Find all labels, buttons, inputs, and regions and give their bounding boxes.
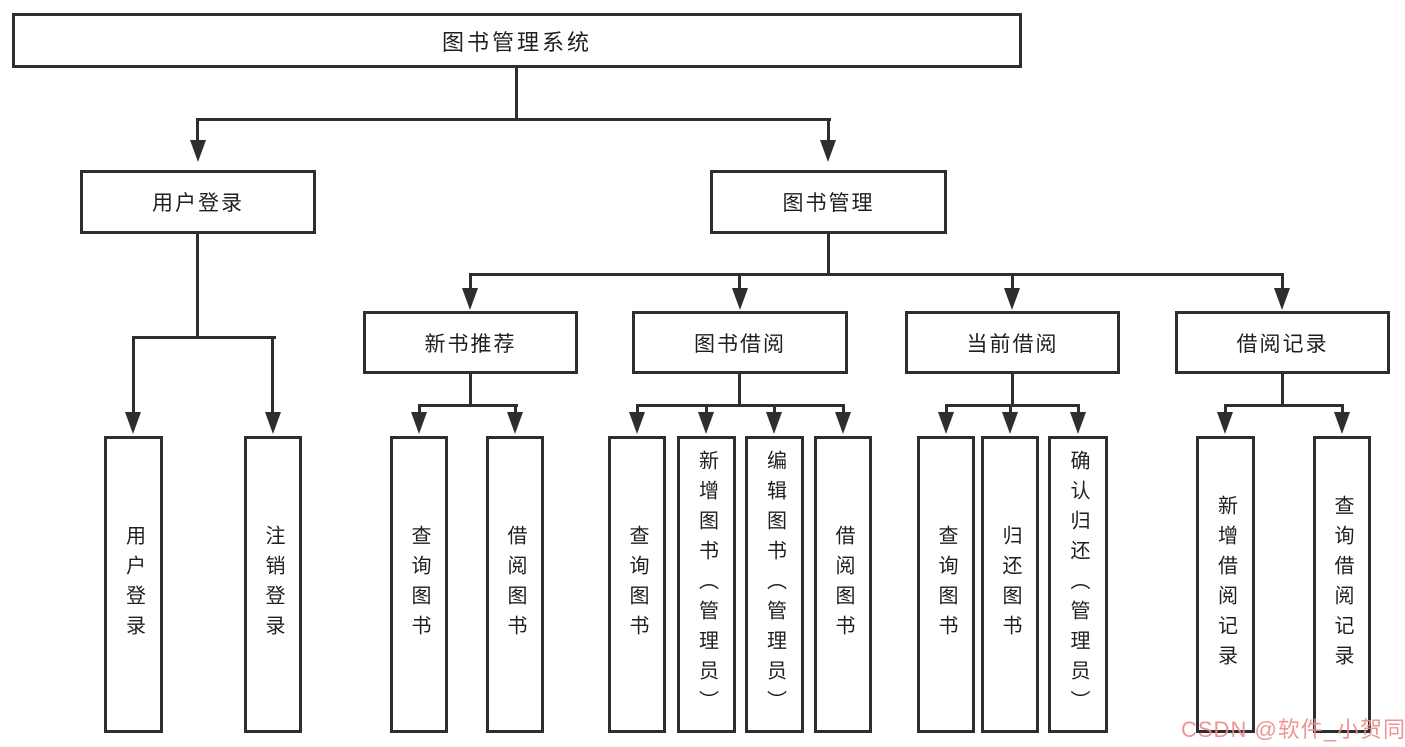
- connector-line: [842, 404, 845, 414]
- node-label: 确认归还（管理员）: [1067, 449, 1089, 720]
- connector-line: [196, 118, 199, 142]
- arrow-down-icon: [462, 288, 478, 310]
- connector-line: [196, 118, 831, 121]
- connector-line: [1281, 273, 1284, 290]
- connector-line: [515, 68, 518, 120]
- connector-line: [773, 404, 776, 414]
- arrow-down-icon: [125, 412, 141, 434]
- connector-line: [271, 336, 274, 414]
- connector-line: [132, 336, 135, 414]
- arrow-down-icon: [1217, 412, 1233, 434]
- connector-line: [827, 118, 830, 142]
- connector-line: [945, 404, 1080, 407]
- node-library-system: 图书管理系统: [12, 13, 1022, 68]
- connector-line: [196, 234, 199, 338]
- connector-line: [1009, 404, 1012, 414]
- node-logout: 注销登录: [244, 436, 302, 733]
- arrow-down-icon: [835, 412, 851, 434]
- node-label: 用户登录: [122, 524, 145, 645]
- node-label: 归还图书: [999, 524, 1021, 645]
- arrow-down-icon: [1274, 288, 1290, 310]
- node-recommend-borrow-books: 借阅图书: [486, 436, 544, 733]
- connector-line: [827, 234, 830, 276]
- arrow-down-icon: [629, 412, 645, 434]
- node-current-query-books: 查询图书: [917, 436, 975, 733]
- node-query-borrow-record: 查询借阅记录: [1313, 436, 1371, 733]
- connector-line: [418, 404, 518, 407]
- node-return-books: 归还图书: [981, 436, 1039, 733]
- arrow-down-icon: [507, 412, 523, 434]
- arrow-down-icon: [1004, 288, 1020, 310]
- node-label: 新增借阅记录: [1214, 494, 1237, 675]
- node-borrow-books-leaf: 借阅图书: [814, 436, 872, 733]
- connector-line: [514, 404, 517, 414]
- connector-line: [636, 404, 639, 414]
- connector-line: [738, 374, 741, 406]
- node-user-login-leaf: 用户登录: [104, 436, 163, 733]
- node-label: 查询图书: [935, 524, 957, 645]
- connector-line: [469, 273, 1284, 276]
- connector-line: [705, 404, 708, 414]
- connector-line: [1224, 404, 1343, 407]
- arrow-down-icon: [411, 412, 427, 434]
- node-label: 注销登录: [262, 524, 284, 645]
- connector-line: [132, 336, 276, 339]
- connector-line: [469, 374, 472, 406]
- connector-line: [1077, 404, 1080, 414]
- node-current-borrow: 当前借阅: [905, 311, 1120, 374]
- node-recommend-query-books: 查询图书: [390, 436, 448, 733]
- node-borrow-query-books: 查询图书: [608, 436, 666, 733]
- node-book-management: 图书管理: [710, 170, 947, 234]
- connector-line: [1224, 404, 1227, 414]
- node-new-book-recommend: 新书推荐: [363, 311, 578, 374]
- node-label: 编辑图书（管理员）: [763, 449, 786, 720]
- connector-line: [469, 273, 472, 290]
- node-borrow-records: 借阅记录: [1175, 311, 1390, 374]
- arrow-down-icon: [190, 140, 206, 162]
- node-edit-books-admin: 编辑图书（管理员）: [745, 436, 804, 733]
- connector-line: [636, 404, 845, 407]
- connector-line: [1011, 374, 1014, 406]
- arrow-down-icon: [820, 140, 836, 162]
- arrow-down-icon: [265, 412, 281, 434]
- node-add-borrow-record: 新增借阅记录: [1196, 436, 1255, 733]
- arrow-down-icon: [1070, 412, 1086, 434]
- node-book-borrow: 图书借阅: [632, 311, 848, 374]
- arrow-down-icon: [698, 412, 714, 434]
- node-label: 借阅图书: [832, 524, 854, 645]
- node-user-login: 用户登录: [80, 170, 316, 234]
- arrow-down-icon: [1002, 412, 1018, 434]
- connector-line: [1341, 404, 1344, 414]
- arrow-down-icon: [1334, 412, 1350, 434]
- node-label: 查询图书: [408, 524, 430, 645]
- connector-line: [1281, 374, 1284, 406]
- arrow-down-icon: [732, 288, 748, 310]
- connector-line: [945, 404, 948, 414]
- connector-line: [1011, 273, 1014, 290]
- connector-line: [738, 273, 741, 290]
- arrow-down-icon: [938, 412, 954, 434]
- connector-line: [418, 404, 421, 414]
- node-confirm-return-admin: 确认归还（管理员）: [1048, 436, 1108, 733]
- node-add-books-admin: 新增图书（管理员）: [677, 436, 736, 733]
- node-label: 借阅图书: [504, 524, 526, 645]
- node-label: 查询图书: [626, 524, 648, 645]
- arrow-down-icon: [766, 412, 782, 434]
- node-label: 查询借阅记录: [1331, 494, 1353, 675]
- watermark: CSDN @软件_小贺同学: [1181, 717, 1405, 742]
- node-label: 新增图书（管理员）: [695, 449, 718, 720]
